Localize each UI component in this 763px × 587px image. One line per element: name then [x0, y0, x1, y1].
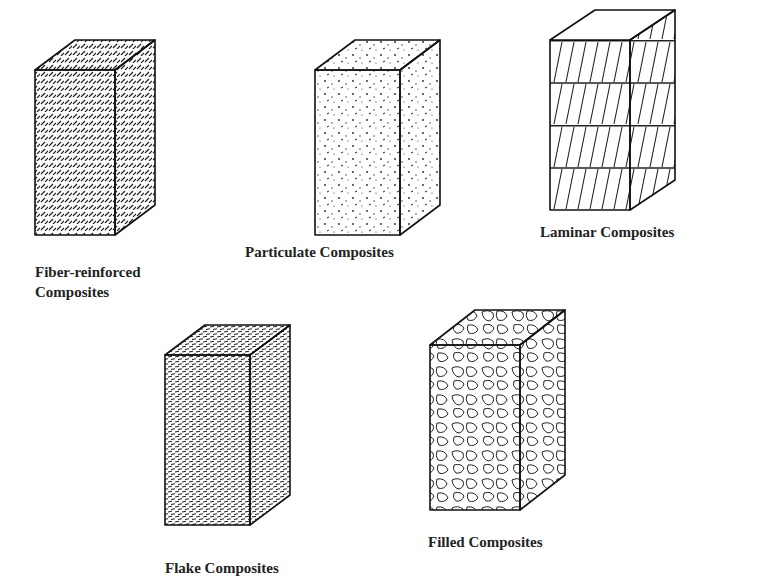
cube-face — [630, 10, 675, 210]
cube-face — [315, 70, 400, 235]
composite-label: Laminar Composites — [540, 222, 740, 242]
cube-face — [520, 310, 565, 510]
cube-face — [115, 40, 155, 235]
composite-label: Filled Composites — [428, 532, 598, 552]
cube-face — [430, 345, 520, 510]
composite-label: Particulate Composites — [245, 242, 435, 262]
cube-face — [400, 40, 440, 235]
composite-label: Flake Composites — [165, 558, 325, 578]
cube-face — [250, 325, 290, 525]
cube-face — [35, 70, 115, 235]
composite-label: Fiber-reinforced Composites — [35, 262, 160, 302]
cube-face — [165, 355, 250, 525]
cube-face — [550, 40, 630, 210]
